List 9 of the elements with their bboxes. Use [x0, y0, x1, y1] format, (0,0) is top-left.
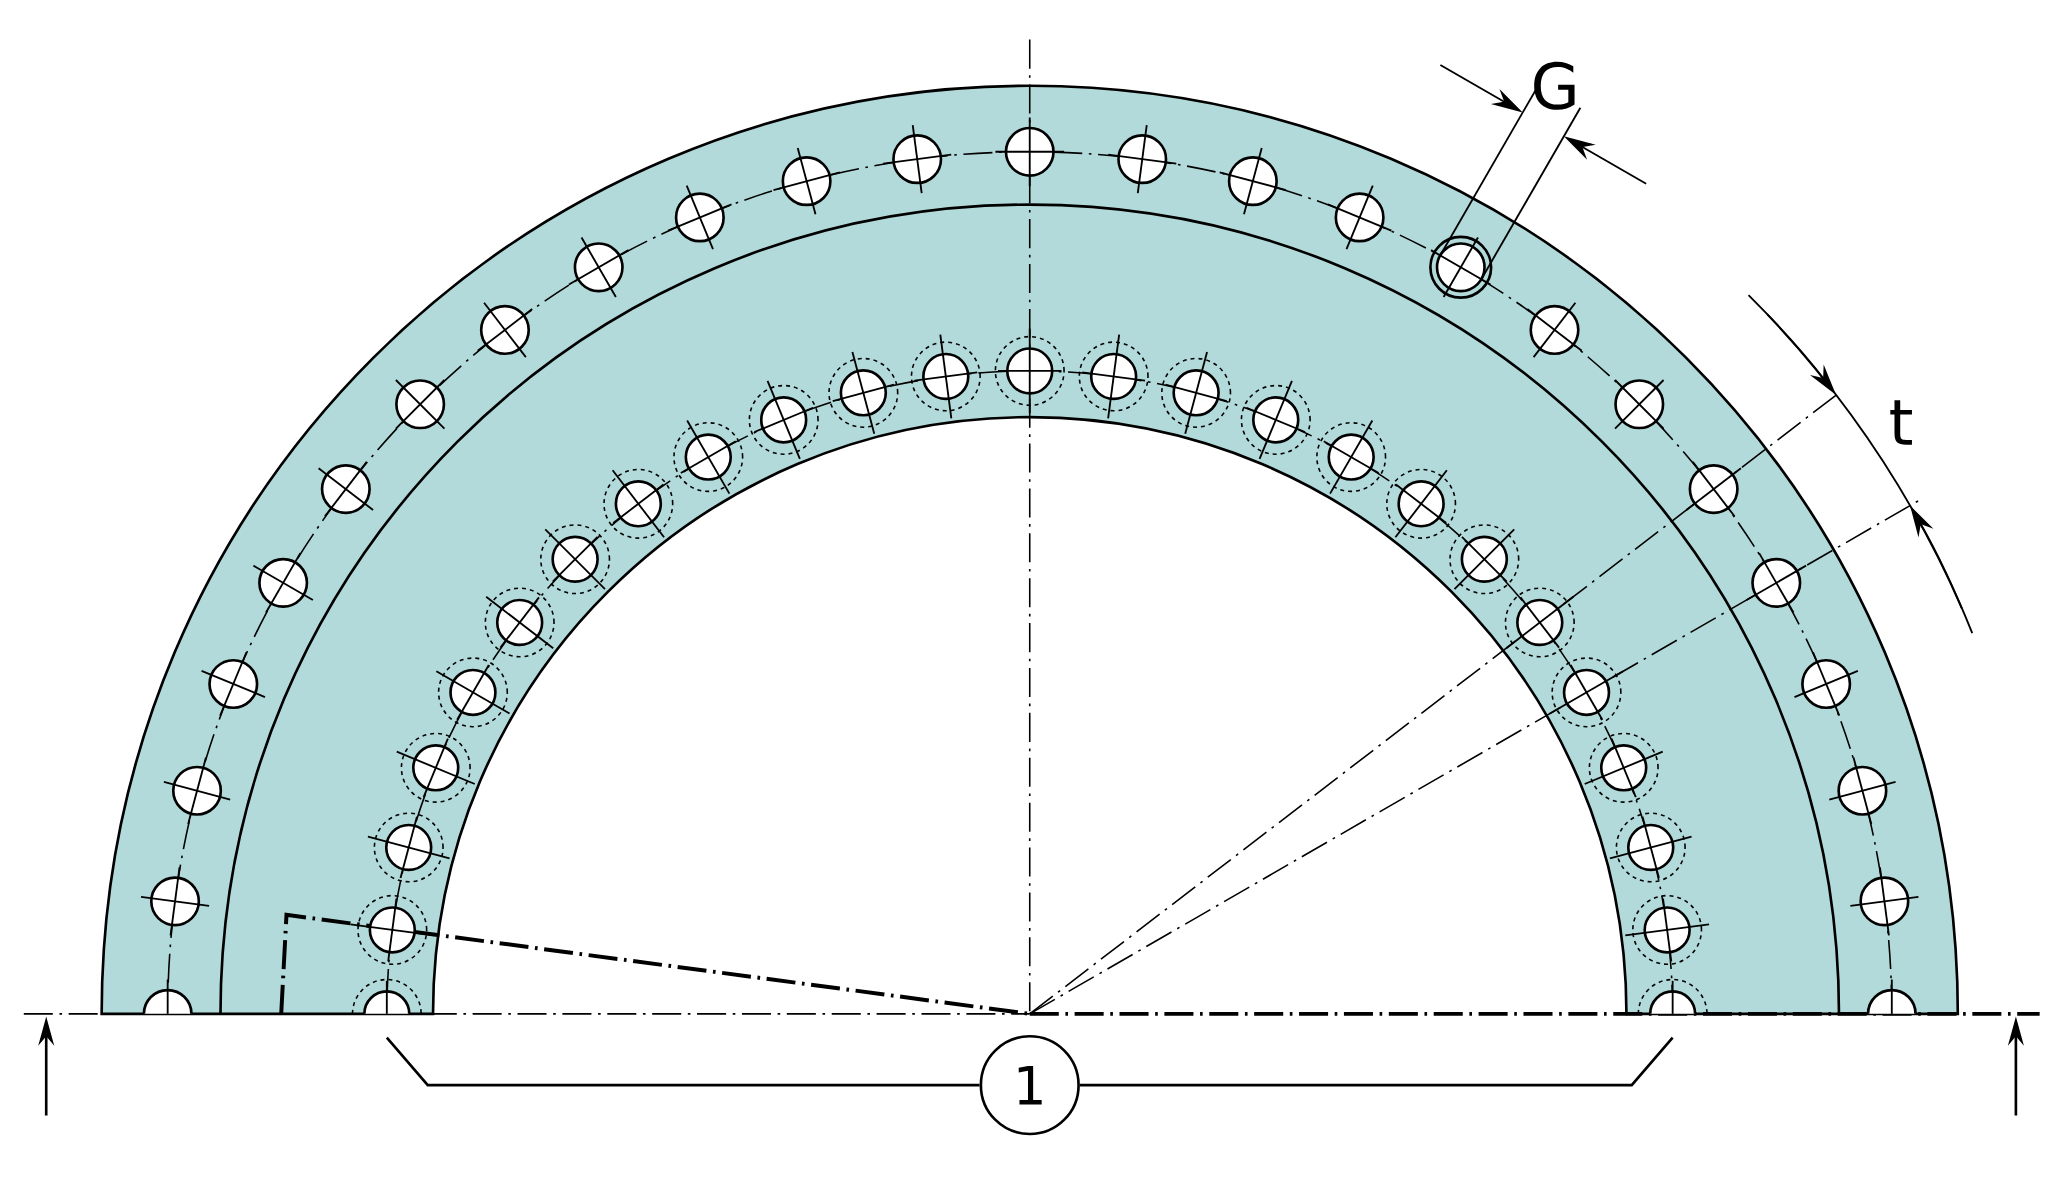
leader-line	[385, 1036, 980, 1087]
callout-number: 1	[979, 1035, 1080, 1136]
bolt-hole	[1866, 978, 1917, 1015]
dimension-label: t	[1890, 400, 1912, 445]
bolt-hole	[142, 978, 193, 1015]
bolt-hole	[351, 978, 422, 1015]
dimension-label: G	[1534, 61, 1575, 110]
bolt-hole	[1637, 978, 1708, 1015]
leader-line	[1079, 1036, 1674, 1087]
